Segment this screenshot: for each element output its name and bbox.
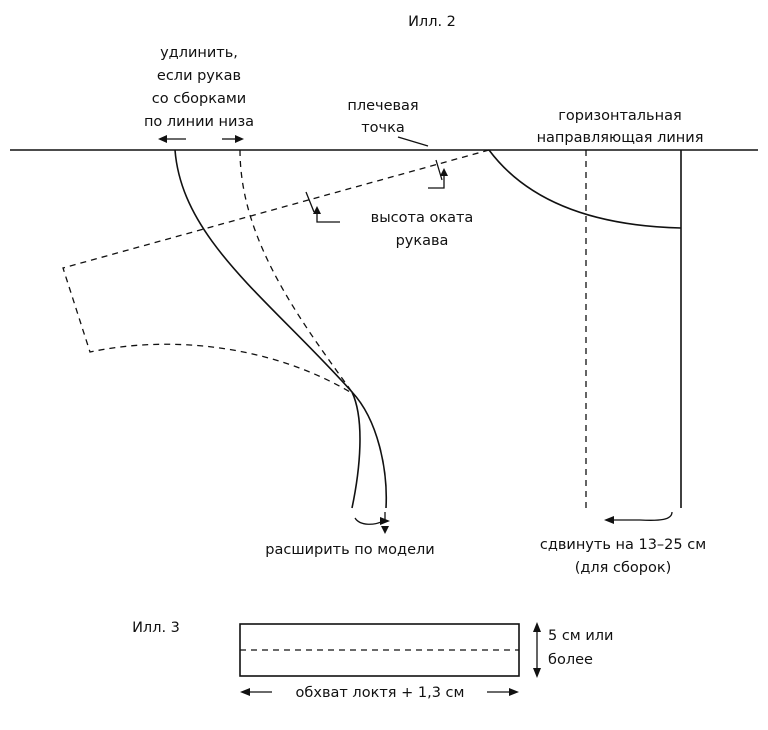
svg-text:по линии низа: по линии низа	[144, 114, 254, 130]
width-label: обхват локтя + 1,3 см	[296, 685, 465, 701]
shift-arrow	[612, 511, 673, 521]
underarm-curve-solid	[174, 149, 361, 509]
svg-text:рукава: рукава	[396, 233, 449, 249]
svg-text:со сборками: со сборками	[152, 91, 246, 107]
widen-label: расширить по модели	[265, 542, 434, 558]
shift-label: сдвинуть на 13–25 см (для сборок)	[540, 537, 706, 576]
figure-2-title: Илл. 2	[408, 14, 456, 30]
height-label: 5 см или более	[548, 628, 613, 668]
cap-height-tick-right	[435, 159, 443, 181]
svg-text:высота оката: высота оката	[371, 210, 474, 226]
shoulder-point-label: плечевая точка	[347, 98, 418, 136]
figure-3: Илл. 3 5 см или более обхват локтя + 1,3…	[132, 620, 613, 701]
cap-height-label: высота оката рукава	[371, 210, 474, 249]
cap-height-bracket-left	[316, 212, 340, 223]
horizontal-line-label: горизонтальная направляющая линия	[537, 108, 704, 146]
figure-2: Илл. 2	[10, 14, 758, 576]
cuff-rectangle	[239, 623, 520, 677]
figure-3-title: Илл. 3	[132, 620, 180, 636]
svg-text:если рукав: если рукав	[157, 68, 241, 84]
rotated-sleeve-outline	[62, 149, 490, 393]
cap-height-tick-left	[305, 191, 315, 213]
sleeve-cap-curve	[488, 149, 682, 229]
svg-text:(для сборок): (для сборок)	[575, 560, 672, 576]
svg-text:горизонтальная: горизонтальная	[558, 108, 681, 124]
svg-text:более: более	[548, 652, 593, 668]
underarm-curve-widened	[351, 391, 388, 509]
svg-text:удлинить,: удлинить,	[160, 45, 238, 61]
lengthen-note: удлинить, если рукав со сборками по лини…	[144, 45, 254, 130]
cap-height-bracket-right	[428, 174, 445, 189]
underarm-curve-dashed	[239, 149, 353, 393]
svg-text:сдвинуть на 13–25 см: сдвинуть на 13–25 см	[540, 537, 706, 553]
shoulder-point-leader	[397, 136, 429, 147]
svg-text:5 см или: 5 см или	[548, 628, 613, 644]
svg-text:плечевая: плечевая	[347, 98, 418, 114]
svg-text:точка: точка	[361, 120, 405, 136]
svg-text:направляющая линия: направляющая линия	[537, 130, 704, 146]
